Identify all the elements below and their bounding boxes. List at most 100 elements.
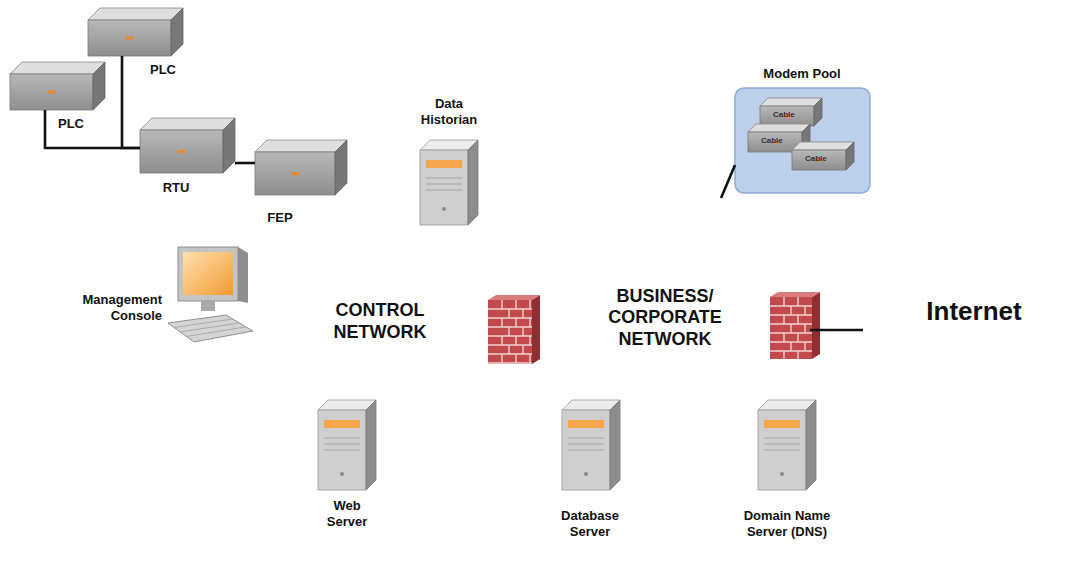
key-row: [180, 323, 239, 332]
server-front: [420, 150, 468, 225]
keyboard: [168, 315, 253, 342]
device-label: RTU: [161, 180, 192, 196]
server-tower: [562, 400, 620, 490]
mortar-line: [522, 345, 523, 354]
vent-line: [324, 444, 360, 445]
server-side: [806, 400, 816, 490]
mortar-line: [515, 318, 516, 327]
power-dot: [584, 472, 588, 476]
vent-line: [426, 184, 462, 185]
device-side: [814, 98, 822, 126]
firewall-front: [488, 300, 532, 364]
mortar-line: [515, 300, 516, 309]
mortar-line: [508, 309, 509, 318]
mortar-line: [790, 306, 791, 315]
power-dot: [780, 472, 784, 476]
device-label: Management Console: [60, 292, 164, 323]
device-node: PLC: [88, 8, 183, 56]
network-link: [45, 110, 140, 148]
device-front: [140, 130, 223, 173]
key-row: [186, 327, 246, 337]
network-name: BUSINESS/ CORPORATE NETWORK: [603, 286, 728, 351]
mortar-line: [804, 342, 805, 351]
vent-line: [568, 444, 604, 445]
modem-label: Cable: [773, 110, 795, 119]
network-link: [122, 56, 140, 148]
mortar-line: [515, 336, 516, 345]
server-front: [562, 410, 610, 490]
vent-line: [764, 444, 800, 445]
network-ring: [237, 187, 524, 474]
device-node: Data Historian: [420, 140, 478, 225]
network-link: [810, 329, 863, 332]
device-box: [10, 62, 105, 110]
network-link: [235, 162, 255, 165]
vent-line: [764, 450, 800, 451]
device-front: [10, 74, 93, 110]
vent-line: [764, 438, 800, 439]
mortar-line: [783, 351, 784, 359]
mortar-line: [804, 306, 805, 315]
network-ring: CONTROL NETWORK: [235, 185, 525, 475]
server-front: [758, 410, 806, 490]
mortar-line: [508, 345, 509, 354]
vent-line: [426, 178, 462, 179]
device-top: [10, 62, 105, 74]
computer-icon: [168, 247, 253, 342]
server-side: [468, 140, 478, 225]
server-tower: [758, 400, 816, 490]
device-label: Web Server: [314, 498, 380, 529]
mortar-line: [488, 335, 532, 336]
mortar-line: [488, 353, 532, 354]
device-label: Data Historian: [411, 96, 487, 127]
mortar-line: [529, 354, 530, 363]
mortar-line: [515, 354, 516, 363]
mortar-line: [488, 317, 532, 318]
server-front: [318, 410, 366, 490]
device-label: Domain Name Server (DNS): [737, 508, 837, 539]
firewall-top: [770, 292, 820, 297]
mortar-line: [501, 318, 502, 327]
firewall-front: [770, 297, 812, 359]
mortar-line: [783, 297, 784, 306]
mortar-line: [797, 297, 798, 306]
status-light: [48, 91, 56, 94]
vent-line: [324, 438, 360, 439]
status-light: [291, 172, 299, 175]
device-top: [792, 142, 854, 150]
power-dot: [340, 472, 344, 476]
mortar-line: [488, 326, 532, 327]
device-node: Domain Name Server (DNS): [758, 400, 816, 490]
status-light: [126, 37, 134, 40]
drive-slot: [324, 420, 360, 428]
mortar-line: [508, 327, 509, 336]
vent-line: [568, 438, 604, 439]
vent-line: [568, 450, 604, 451]
internet-cloud: Internet: [855, 270, 1077, 350]
device-label: PLC: [148, 62, 178, 78]
mortar-line: [522, 309, 523, 318]
monitor-side: [238, 247, 248, 303]
modem-label: Cable: [805, 154, 827, 163]
monitor-frame: [178, 247, 238, 301]
device-box: [140, 118, 235, 173]
mortar-line: [488, 308, 532, 309]
drive-slot: [764, 420, 800, 428]
server-tower: [420, 140, 478, 225]
cloud-label: Internet: [926, 296, 1021, 327]
vent-line: [324, 450, 360, 451]
mortar-line: [522, 327, 523, 336]
network-name: CONTROL NETWORK: [323, 300, 438, 343]
modem-icon: [760, 98, 822, 126]
mortar-line: [783, 333, 784, 342]
device-box: [88, 8, 183, 56]
device-top: [748, 124, 810, 132]
device-box: [255, 140, 347, 195]
device-side: [171, 8, 183, 56]
mortar-line: [529, 336, 530, 345]
mortar-line: [501, 300, 502, 309]
mortar-line: [790, 342, 791, 351]
device-top: [88, 8, 183, 20]
monitor-stand: [201, 301, 215, 311]
mortar-line: [797, 315, 798, 324]
